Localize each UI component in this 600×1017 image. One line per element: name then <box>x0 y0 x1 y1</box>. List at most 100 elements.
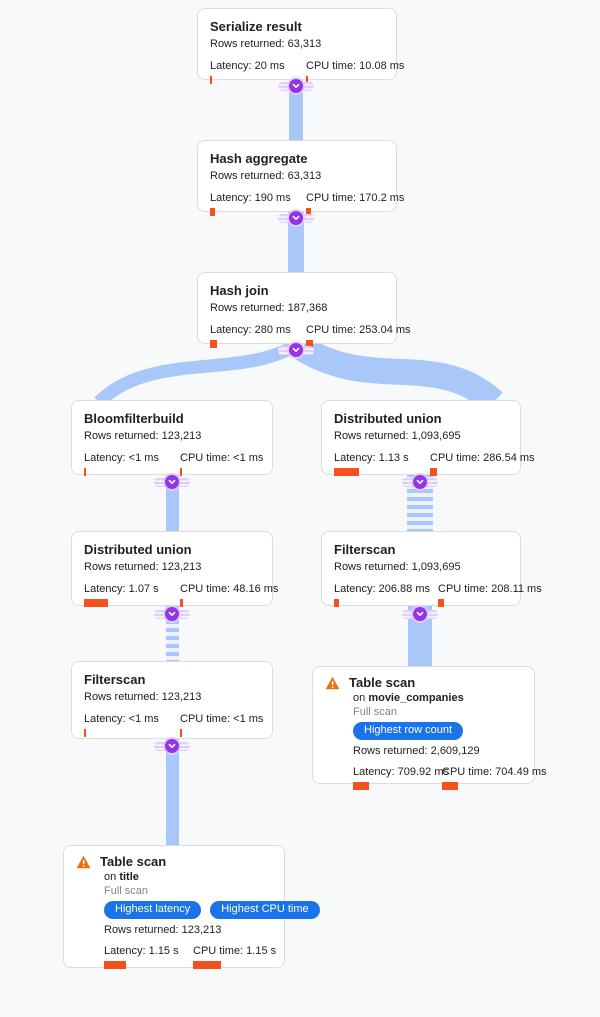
cpu-time-label: CPU time: 286.54 ms <box>430 452 535 464</box>
plan-node-table-scan-movie-companies[interactable]: Table scan on movie_companies Full scan … <box>312 666 547 790</box>
collapse-node-button[interactable] <box>413 475 427 489</box>
highest-row-count-badge: Highest row count <box>353 722 464 740</box>
edge-serialize-to-hash-aggregate <box>289 78 303 142</box>
cpu-time-label: CPU time: <1 ms <box>180 713 264 725</box>
chevron-down-icon <box>292 83 300 88</box>
rows-returned: Rows returned: 1,093,695 <box>334 430 461 442</box>
rows-returned: Rows returned: 123,213 <box>84 561 202 573</box>
edge-filterscan-to-table-scan-left <box>166 739 179 849</box>
plan-node-distributed-union-right[interactable]: Distributed union Rows returned: 1,093,6… <box>321 400 535 476</box>
cpu-time-bar <box>438 599 444 607</box>
node-title: Bloomfilterbuild <box>84 411 184 426</box>
latency-label: Latency: 1.13 s <box>334 452 409 464</box>
cpu-time-bar <box>193 961 221 969</box>
cpu-time-bar <box>442 782 458 790</box>
node-title: Serialize result <box>210 19 302 34</box>
latency-bar <box>84 729 86 737</box>
cpu-time-label: CPU time: 1.15 s <box>193 945 277 957</box>
cpu-time-label: CPU time: 704.49 ms <box>442 766 547 778</box>
table-name-line: on title <box>104 871 139 883</box>
edge-hash-join-to-bloomfilterbuild <box>94 342 295 407</box>
latency-bar <box>210 76 212 84</box>
cpu-time-label: CPU time: 208.11 ms <box>438 583 542 595</box>
plan-node-table-scan-title[interactable]: Table scan on title Full scan Highest la… <box>63 845 320 969</box>
collapse-node-button[interactable] <box>165 475 179 489</box>
scan-type: Full scan <box>104 885 149 897</box>
plan-node-hash-aggregate[interactable]: Hash aggregate Rows returned: 63,313 Lat… <box>197 140 404 216</box>
latency-bar <box>334 468 359 476</box>
plan-node-filterscan-left[interactable]: Filterscan Rows returned: 123,213 Latenc… <box>71 661 273 739</box>
latency-label: Latency: 280 ms <box>210 324 291 336</box>
chevron-down-icon <box>416 479 424 484</box>
cpu-time-bar <box>430 468 437 476</box>
chevron-down-icon <box>168 479 176 484</box>
chevron-down-icon <box>168 611 176 616</box>
latency-bar <box>84 599 108 607</box>
chevron-down-icon <box>168 743 176 748</box>
rows-returned: Rows returned: 63,313 <box>210 38 322 50</box>
cpu-time-bar <box>306 340 313 348</box>
latency-label: Latency: <1 ms <box>84 452 159 464</box>
chevron-down-icon <box>416 611 424 616</box>
cpu-time-label: CPU time: 170.2 ms <box>306 192 405 204</box>
latency-bar <box>334 599 339 607</box>
latency-bar <box>84 468 86 476</box>
latency-bar <box>210 340 217 348</box>
plan-node-hash-join[interactable]: Hash join Rows returned: 187,368 Latency… <box>197 272 411 348</box>
latency-bar <box>210 208 215 216</box>
collapse-node-button[interactable] <box>413 607 427 621</box>
node-title: Distributed union <box>334 411 442 426</box>
cpu-time-bar <box>306 208 311 216</box>
plan-node-bloomfilterbuild[interactable]: Bloomfilterbuild Rows returned: 123,213 … <box>71 400 273 476</box>
chevron-down-icon <box>292 215 300 220</box>
rows-returned: Rows returned: 63,313 <box>210 170 322 182</box>
highest-cpu-time-badge: Highest CPU time <box>210 901 320 919</box>
scan-type: Full scan <box>353 706 398 718</box>
collapse-node-button[interactable] <box>289 343 303 357</box>
node-title: Distributed union <box>84 542 192 557</box>
node-title: Table scan <box>349 675 416 690</box>
cpu-time-bar <box>180 468 182 476</box>
collapse-node-button[interactable] <box>165 739 179 753</box>
collapse-node-button[interactable] <box>289 211 303 225</box>
latency-label: Latency: 20 ms <box>210 60 285 72</box>
node-title: Hash join <box>210 283 269 298</box>
rows-returned: Rows returned: 2,609,129 <box>353 745 480 757</box>
collapse-node-button[interactable] <box>165 607 179 621</box>
cpu-time-bar <box>180 599 183 607</box>
edge-hash-join-to-distributed-union <box>295 336 503 413</box>
cpu-time-bar <box>306 76 308 84</box>
edge-hash-aggregate-to-hash-join <box>288 210 304 274</box>
node-title: Filterscan <box>84 672 146 687</box>
warning-icon <box>76 855 91 868</box>
rows-returned: Rows returned: 123,213 <box>84 430 202 442</box>
latency-bar <box>353 782 369 790</box>
warning-icon <box>325 676 340 689</box>
latency-label: Latency: 709.92 ms <box>353 766 450 778</box>
plan-node-distributed-union-left[interactable]: Distributed union Rows returned: 123,213… <box>71 531 278 607</box>
cpu-time-label: CPU time: 48.16 ms <box>180 583 279 595</box>
chevron-down-icon <box>292 347 300 352</box>
latency-label: Latency: 1.07 s <box>84 583 159 595</box>
latency-label: Latency: 190 ms <box>210 192 291 204</box>
latency-label: Latency: 206.88 ms <box>334 583 431 595</box>
plan-node-serialize-result[interactable]: Serialize result Rows returned: 63,313 L… <box>197 8 404 84</box>
cpu-time-label: CPU time: <1 ms <box>180 452 264 464</box>
node-title: Table scan <box>100 854 167 869</box>
cpu-time-bar <box>180 729 182 737</box>
plan-node-filterscan-right[interactable]: Filterscan Rows returned: 1,093,695 Late… <box>321 531 542 607</box>
node-title: Filterscan <box>334 542 396 557</box>
table-name-line: on movie_companies <box>353 692 464 704</box>
rows-returned: Rows returned: 123,213 <box>84 691 202 703</box>
rows-returned: Rows returned: 1,093,695 <box>334 561 461 573</box>
rows-returned: Rows returned: 187,368 <box>210 302 328 314</box>
cpu-time-label: CPU time: 253.04 ms <box>306 324 411 336</box>
latency-bar <box>104 961 126 969</box>
rows-returned: Rows returned: 123,213 <box>104 924 222 936</box>
collapse-node-button[interactable] <box>289 79 303 93</box>
latency-label: Latency: <1 ms <box>84 713 159 725</box>
latency-label: Latency: 1.15 s <box>104 945 179 957</box>
highest-latency-badge: Highest latency <box>104 901 202 919</box>
